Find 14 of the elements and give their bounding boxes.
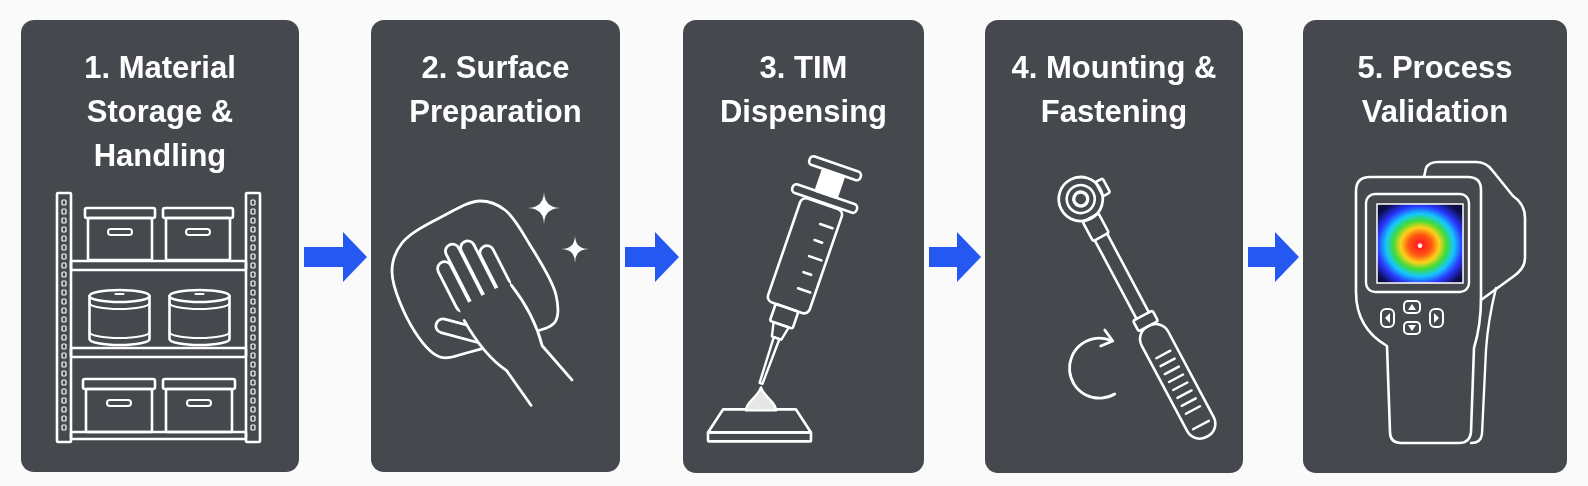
arrow xyxy=(1248,232,1299,282)
step-panel xyxy=(1303,20,1567,473)
step-title: 3. TIM Dispensing xyxy=(718,49,889,131)
step-title: 1. Material Storage & Handling xyxy=(83,49,237,175)
arrow xyxy=(929,232,981,282)
step-title: 5. Process Validation xyxy=(1356,49,1514,131)
arrow xyxy=(625,232,679,282)
step-title: 2. Surface Preparation xyxy=(408,49,583,131)
step-panel xyxy=(21,20,299,472)
step-panel xyxy=(985,20,1243,473)
step-panel xyxy=(683,20,924,473)
arrow xyxy=(304,232,367,282)
step-title: 4. Mounting & Fastening xyxy=(1010,49,1218,131)
step-panel xyxy=(371,20,620,472)
